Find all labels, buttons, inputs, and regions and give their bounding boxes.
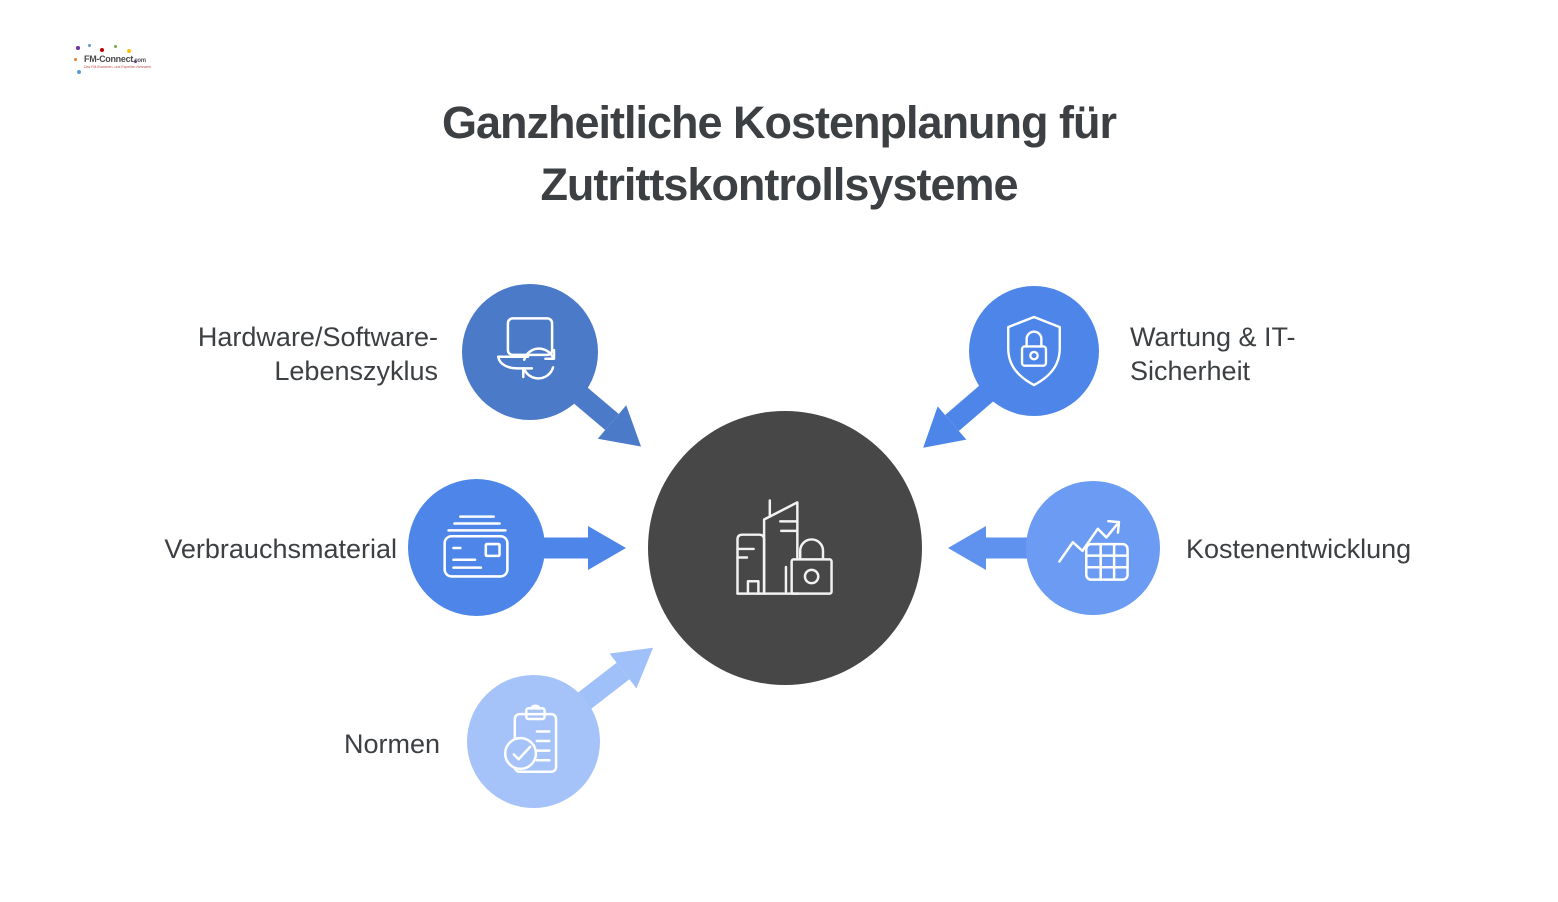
fm-connect-logo: FM-Connect.com Das FM-Branchen- und Expe…	[74, 44, 151, 84]
label-line: Kostenentwicklung	[1186, 534, 1412, 564]
label-kostenentwicklung: Kostenentwicklung	[1186, 532, 1411, 566]
logo-dot	[134, 60, 137, 63]
shield-lock-icon	[1007, 315, 1061, 387]
label-line: Wartung & IT-	[1130, 322, 1296, 352]
logo-dot	[88, 44, 91, 47]
label-hardware-software-lebenszyklus: Hardware/Software- Lebenszyklus	[198, 320, 438, 388]
node-circle-hardware-software-lebenszyklus	[462, 284, 598, 420]
center-hub-circle	[648, 411, 922, 685]
growth-chart-table-icon	[1058, 519, 1129, 581]
logo-dot	[77, 70, 81, 74]
label-verbrauchsmaterial: Verbrauchsmaterial	[164, 532, 397, 566]
laptop-sync-icon	[497, 317, 556, 380]
logo-dot	[114, 45, 117, 48]
clipboard-check-icon	[503, 703, 557, 773]
label-normen: Normen	[344, 727, 440, 761]
node-circle-normen	[467, 675, 600, 808]
label-line: Normen	[343, 729, 440, 759]
city-buildings-lock-icon	[736, 499, 833, 595]
node-circle-verbrauchsmaterial	[408, 479, 545, 616]
node-circle-kostenentwicklung	[1026, 481, 1160, 615]
access-card-icon	[442, 514, 509, 578]
label-line: Lebenszyklus	[274, 356, 438, 386]
page-title: Ganzheitliche Kostenplanung für Zutritts…	[0, 92, 1558, 216]
logo-dot	[76, 46, 80, 50]
logo-dot	[100, 48, 104, 52]
label-wartung-it-sicherheit: Wartung & IT- Sicherheit	[1130, 320, 1296, 388]
label-line: Sicherheit	[1130, 356, 1251, 386]
label-line: Verbrauchsmaterial	[164, 534, 397, 564]
node-circle-wartung-it-sicherheit	[969, 286, 1099, 416]
logo-dot	[74, 58, 77, 61]
page-title-line2: Zutrittskontrollsysteme	[540, 159, 1018, 210]
label-line: Hardware/Software-	[197, 322, 438, 352]
logo-brand-text: FM-Connect.com	[84, 54, 146, 64]
page-title-line1: Ganzheitliche Kostenplanung für	[441, 97, 1117, 148]
logo-dot	[127, 49, 131, 53]
logo-tld-text: .com	[133, 58, 146, 64]
logo-tagline: Das FM-Branchen- und Experten-Netzwerk	[84, 65, 152, 69]
